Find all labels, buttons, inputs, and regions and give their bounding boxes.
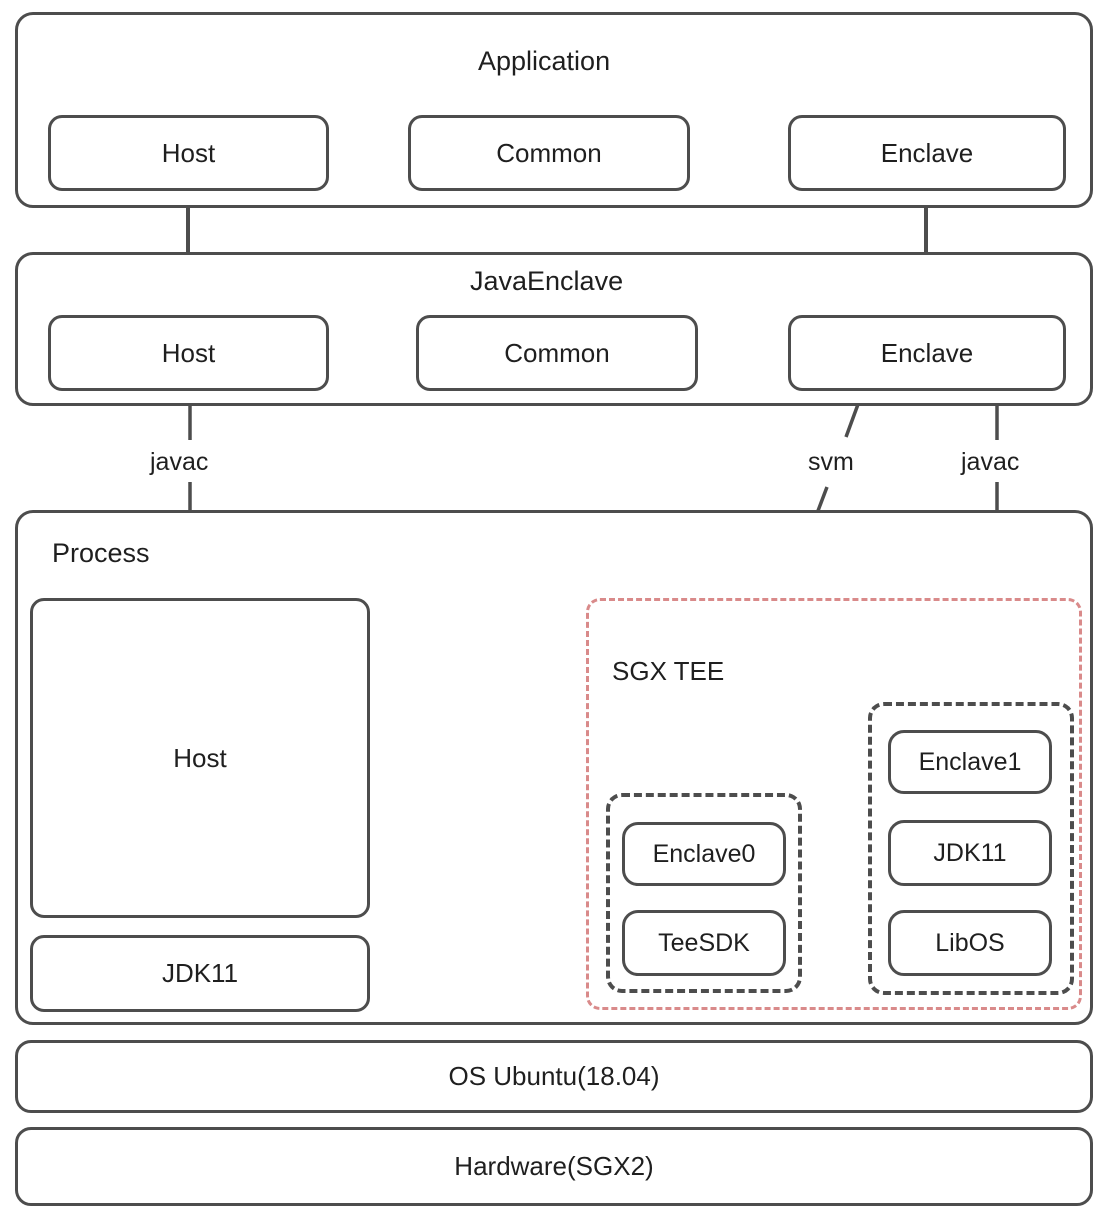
node-je-common[interactable]: Common	[416, 315, 698, 391]
node-process-jdk11-label: JDK11	[161, 958, 239, 988]
os-bar-label: OS Ubuntu(18.04)	[448, 1061, 660, 1091]
node-teesdk-label: TeeSDK	[658, 928, 750, 957]
layer-application-title: Application	[478, 46, 611, 76]
layer-process-title: Process	[52, 538, 150, 568]
sgx-tee-region	[586, 598, 1082, 1010]
node-je-common-label: Common	[504, 337, 610, 368]
node-process-jdk11[interactable]: JDK11	[30, 935, 370, 1012]
node-je-host[interactable]: Host	[48, 315, 329, 391]
os-bar[interactable]: OS Ubuntu(18.04)	[15, 1040, 1093, 1113]
node-app-common-label: Common	[496, 137, 602, 168]
hardware-bar[interactable]: Hardware(SGX2)	[15, 1127, 1093, 1206]
enclave0-group	[606, 793, 802, 993]
node-libos-label: LibOS	[935, 928, 1005, 957]
edge-label-javac-left: javac	[150, 448, 209, 476]
node-process-host[interactable]: Host	[30, 598, 370, 918]
node-enclave1-jdk11[interactable]: JDK11	[888, 820, 1052, 886]
node-je-enclave[interactable]: Enclave	[788, 315, 1066, 391]
node-app-host-label: Host	[161, 137, 216, 168]
edge-label-javac-right: javac	[961, 448, 1020, 476]
enclave1-group	[868, 702, 1074, 995]
node-enclave0[interactable]: Enclave0	[622, 822, 786, 886]
edge-label-svm: svm	[808, 448, 854, 476]
node-app-common[interactable]: Common	[408, 115, 690, 191]
layer-javaenclave-title: JavaEnclave	[470, 266, 624, 296]
node-app-enclave[interactable]: Enclave	[788, 115, 1066, 191]
sgx-tee-label: SGX TEE	[612, 656, 725, 686]
node-libos[interactable]: LibOS	[888, 910, 1052, 976]
node-enclave1-jdk11-label: JDK11	[933, 838, 1007, 867]
hardware-bar-label: Hardware(SGX2)	[454, 1151, 654, 1181]
node-app-enclave-label: Enclave	[880, 137, 974, 168]
node-teesdk[interactable]: TeeSDK	[622, 910, 786, 976]
node-je-host-label: Host	[161, 337, 216, 368]
node-je-enclave-label: Enclave	[880, 337, 974, 368]
node-process-host-label: Host	[173, 742, 227, 773]
node-app-host[interactable]: Host	[48, 115, 329, 191]
node-enclave1-label: Enclave1	[918, 747, 1022, 776]
node-enclave1[interactable]: Enclave1	[888, 730, 1052, 794]
node-enclave0-label: Enclave0	[652, 839, 756, 868]
